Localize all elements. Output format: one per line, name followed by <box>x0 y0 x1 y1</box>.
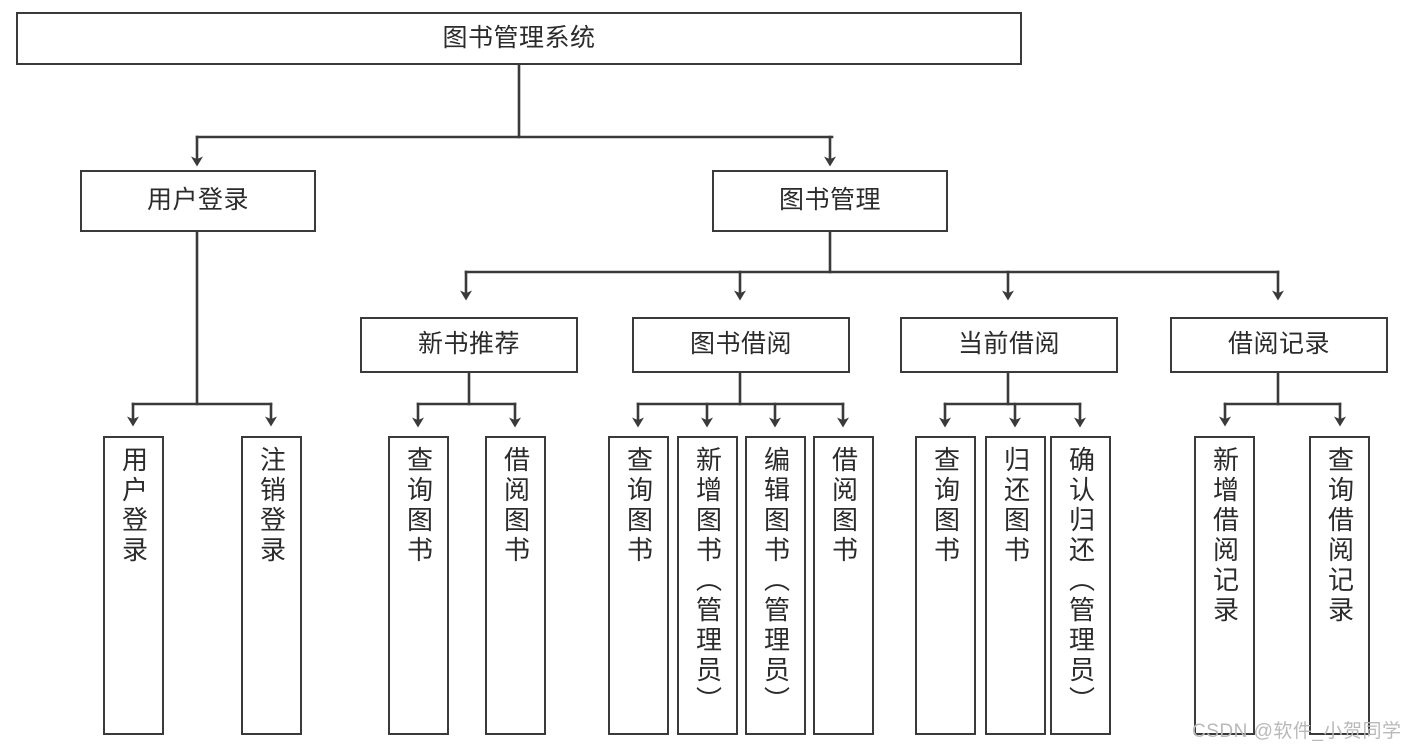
node-label: 查询图书 <box>403 446 434 566</box>
node-label: 借阅图书 <box>500 446 531 566</box>
node-leaf-borrow-book-1[interactable]: 借阅图书 <box>485 436 546 735</box>
node-label: 用户登录 <box>118 446 149 566</box>
node-leaf-borrow-book-2[interactable]: 借阅图书 <box>813 436 874 735</box>
node-leaf-return-book[interactable]: 归还图书 <box>985 436 1046 735</box>
node-borrow-record[interactable]: 借阅记录 <box>1170 317 1388 373</box>
node-book-management[interactable]: 图书管理 <box>712 170 948 232</box>
node-leaf-user-logout[interactable]: 注销登录 <box>241 436 302 735</box>
node-leaf-edit-book[interactable]: 编辑图书（管理员） <box>745 436 806 735</box>
node-user-login[interactable]: 用户登录 <box>80 170 316 232</box>
node-label: 借阅图书 <box>828 446 859 566</box>
node-current-borrow[interactable]: 当前借阅 <box>900 317 1118 373</box>
node-leaf-confirm-return[interactable]: 确认归还（管理员） <box>1050 436 1111 735</box>
node-label: 新增借阅记录 <box>1209 446 1240 626</box>
node-label: 借阅记录 <box>1227 330 1330 359</box>
node-label: 注销登录 <box>256 446 287 566</box>
node-label: 编辑图书（管理员） <box>760 446 791 716</box>
node-new-book-recommend[interactable]: 新书推荐 <box>360 317 578 373</box>
node-label: 查询图书 <box>930 446 961 566</box>
node-leaf-query-book-3[interactable]: 查询图书 <box>915 436 976 735</box>
node-leaf-user-login[interactable]: 用户登录 <box>103 436 164 735</box>
csdn-watermark: CSDN @软件_小贺同学 <box>1192 721 1402 742</box>
node-leaf-add-book[interactable]: 新增图书（管理员） <box>677 436 738 735</box>
node-label: 查询图书 <box>623 446 654 566</box>
node-root-system[interactable]: 图书管理系统 <box>16 12 1022 65</box>
node-label: 图书借阅 <box>689 330 792 359</box>
node-label: 用户登录 <box>146 186 249 215</box>
node-label: 当前借阅 <box>957 330 1060 359</box>
node-label: 查询借阅记录 <box>1324 446 1355 626</box>
node-label: 确认归还（管理员） <box>1065 446 1096 716</box>
node-leaf-query-book-2[interactable]: 查询图书 <box>608 436 669 735</box>
node-book-borrow[interactable]: 图书借阅 <box>632 317 850 373</box>
node-leaf-query-record[interactable]: 查询借阅记录 <box>1309 436 1370 735</box>
node-leaf-query-book-1[interactable]: 查询图书 <box>388 436 449 735</box>
node-label: 新书推荐 <box>417 330 520 359</box>
node-leaf-add-record[interactable]: 新增借阅记录 <box>1194 436 1255 735</box>
node-label: 新增图书（管理员） <box>692 446 723 716</box>
node-label: 图书管理系统 <box>442 23 596 52</box>
node-label: 图书管理 <box>778 186 881 215</box>
node-label: 归还图书 <box>1000 446 1031 566</box>
